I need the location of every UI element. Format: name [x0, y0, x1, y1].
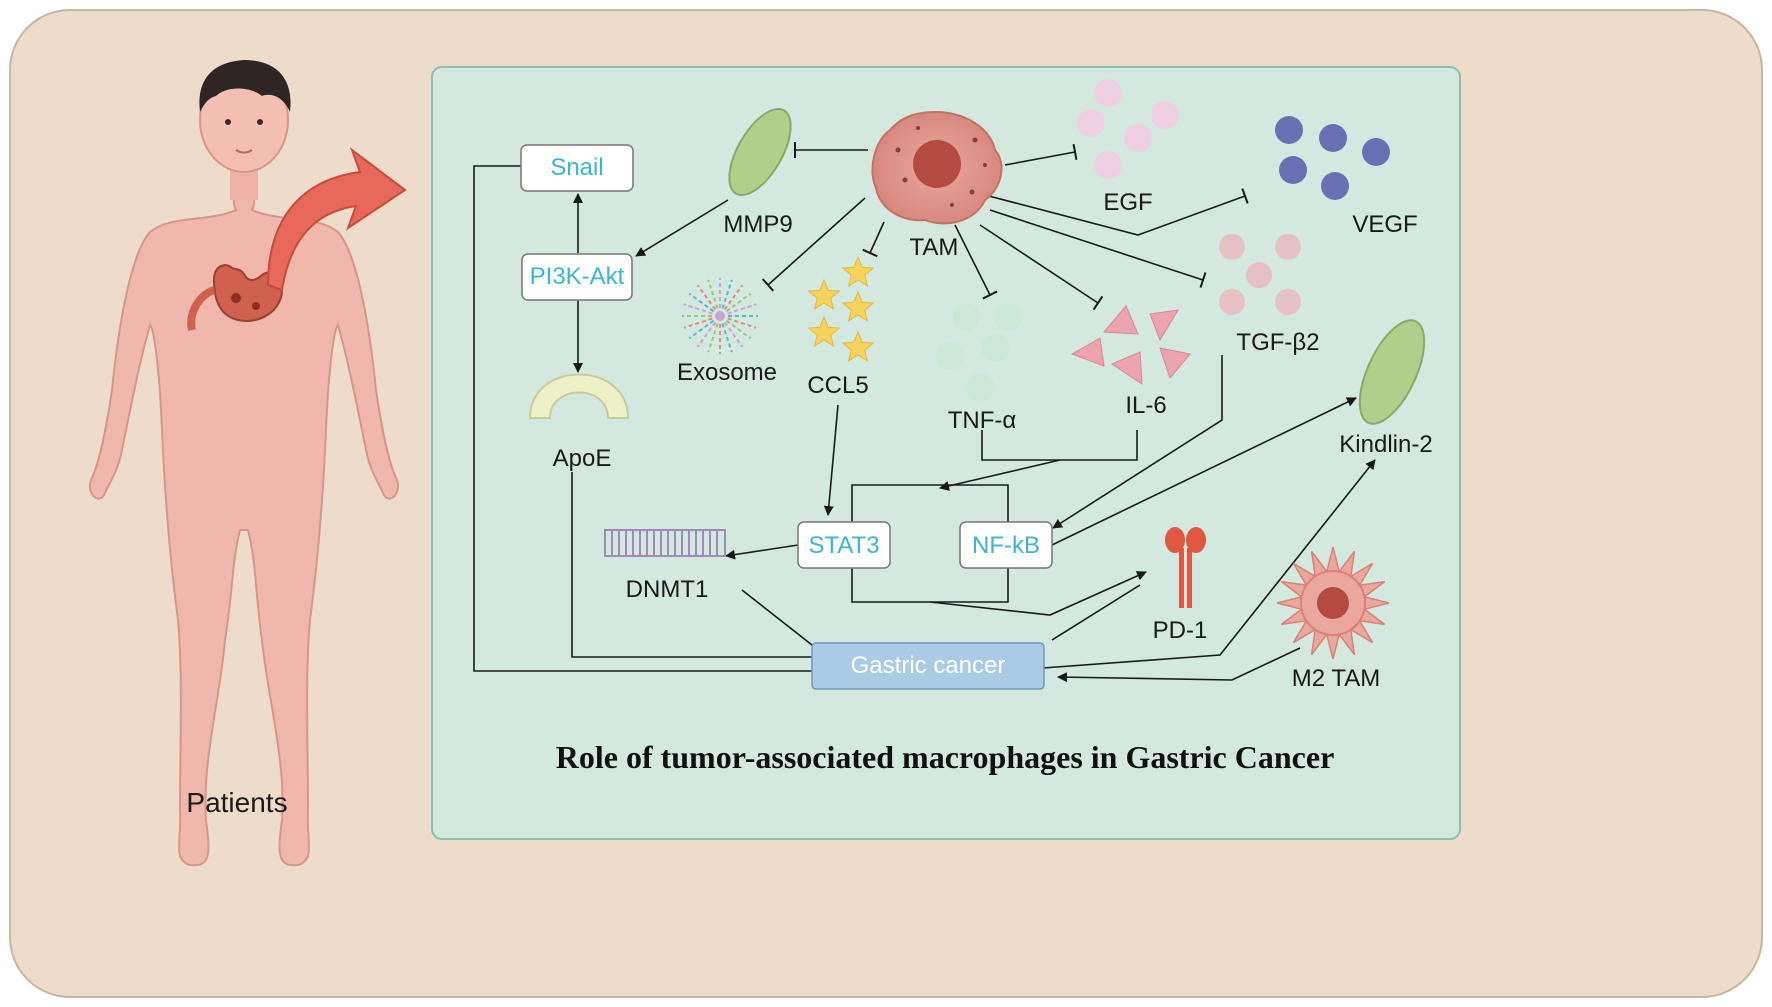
nf-kb-label: NF-kB: [972, 532, 1040, 559]
vegf-label: VEGF: [1352, 211, 1417, 238]
nf-kb-node: NF-kB: [959, 521, 1053, 569]
figure-title: Role of tumor-associated macrophages in …: [556, 739, 1335, 775]
tgf-b2-label: TGF-β2: [1236, 329, 1319, 356]
egf-node: EGF: [1077, 79, 1179, 216]
kindlin-2-label: Kindlin-2: [1339, 431, 1432, 458]
ccl5-label: CCL5: [807, 372, 868, 399]
m2-tam-node: M2 TAM: [1276, 546, 1390, 692]
exosome-node: Exosome: [677, 278, 777, 386]
il6-label: IL-6: [1125, 392, 1166, 419]
mmp9-label: MMP9: [723, 211, 792, 238]
stat3-label: STAT3: [808, 532, 879, 559]
pd-1-label: PD-1: [1153, 617, 1208, 644]
pi3k-akt-node: PI3K-Akt: [521, 253, 633, 301]
il6-node: IL-6: [1070, 305, 1191, 419]
tgf-b2-node: TGF-β2: [1219, 234, 1320, 356]
m2-tam-label: M2 TAM: [1292, 665, 1380, 692]
stat3-node: STAT3: [797, 521, 891, 569]
tnf-alpha-node: TNF-α: [936, 303, 1022, 434]
dnmt1-label: DNMT1: [626, 576, 709, 603]
gastric-cancer-label: Gastric cancer: [851, 652, 1006, 679]
mechanism-panel: [431, 66, 1461, 840]
tam-node: TAM: [871, 110, 1003, 261]
ccl5-node: CCL5: [807, 255, 875, 399]
patients-label: Patients: [186, 787, 287, 818]
vegf-node: VEGF: [1275, 116, 1418, 238]
pi3k-akt-label: PI3K-Akt: [530, 263, 625, 290]
tnf-alpha-label: TNF-α: [948, 407, 1017, 434]
exosome-label: Exosome: [677, 359, 777, 386]
gastric-cancer-node: Gastric cancer: [811, 642, 1045, 690]
snail-label: Snail: [550, 154, 603, 181]
dnmt1-node: DNMT1: [604, 529, 726, 603]
apoe-node: ApoE: [528, 373, 630, 472]
snail-node: Snail: [520, 144, 634, 192]
patient-figure: [89, 60, 399, 867]
kindlin-2-node: Kindlin-2: [1339, 319, 1433, 458]
red-curved-arrow: [266, 147, 407, 292]
apoe-label: ApoE: [553, 445, 612, 472]
connectors: [473, 142, 1376, 683]
tam-label: TAM: [910, 234, 959, 261]
pd-1-node: PD-1: [1153, 527, 1208, 644]
egf-label: EGF: [1103, 189, 1152, 216]
mmp9-node: MMP9: [723, 108, 793, 238]
